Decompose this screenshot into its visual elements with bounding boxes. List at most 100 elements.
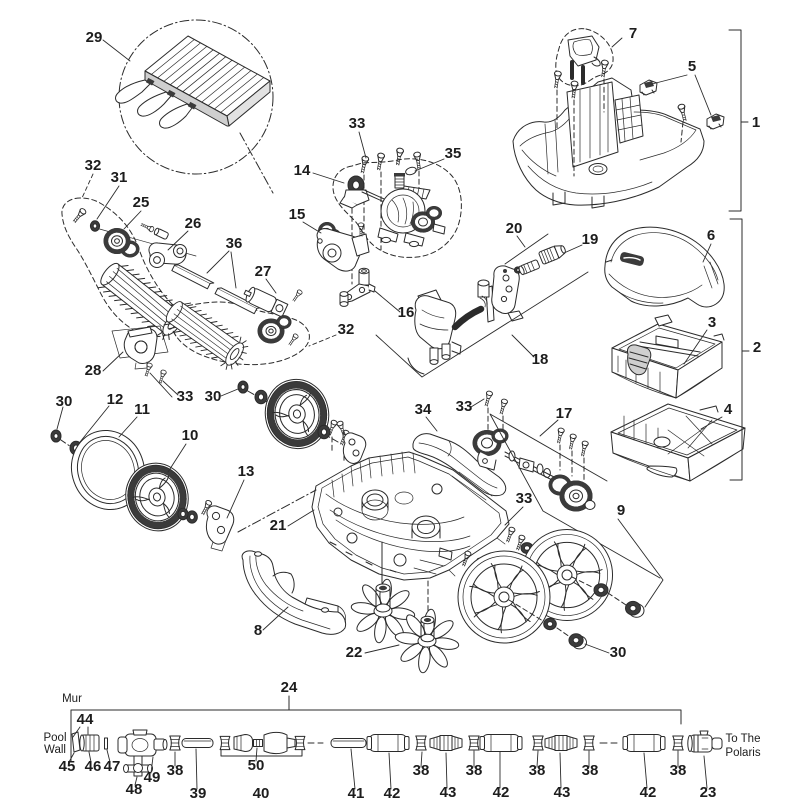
callout-9: 9: [617, 502, 625, 519]
callout-8: 8: [254, 622, 262, 639]
bracket-group-1: [728, 29, 749, 212]
callout-23: 23: [700, 784, 717, 800]
callout-32a: 32: [85, 157, 102, 174]
callout-13: 13: [238, 463, 255, 480]
kit-outline-35: [332, 158, 462, 258]
callout-36: 36: [226, 235, 243, 252]
part-nut-38b: [415, 735, 427, 751]
part-body-shell: [512, 59, 705, 209]
callout-49: 49: [144, 769, 161, 786]
callout-24: 24: [281, 679, 298, 696]
part-feed-valve-48-49: [117, 729, 168, 777]
part-tube-39: [181, 738, 214, 748]
group-lines: [375, 233, 589, 378]
part-top-cover: [604, 226, 725, 308]
part-nut-38c: [468, 735, 480, 751]
text-annotations: Mur Pool Wall To The Polaris: [43, 693, 760, 759]
callout-30a: 30: [56, 393, 73, 410]
callout-29: 29: [86, 29, 103, 46]
callout-38f: 38: [670, 762, 687, 779]
callout-2: 2: [753, 339, 761, 356]
part-rear-wheels: [457, 413, 661, 650]
bracket-group-2: [729, 218, 750, 481]
callout-10: 10: [182, 427, 199, 444]
part-latch-clips: [639, 79, 725, 130]
part-connector-43a: [429, 735, 463, 751]
callout-33d: 33: [516, 490, 533, 507]
label-pool: Pool: [43, 732, 66, 744]
callout-38e: 38: [582, 762, 599, 779]
part-filter-basket: [611, 314, 725, 399]
callout-15: 15: [289, 206, 306, 223]
callout-1: 1: [752, 114, 760, 131]
callout-40: 40: [253, 785, 270, 800]
callout-20: 20: [506, 220, 523, 237]
callout-34: 34: [415, 401, 432, 418]
part-handle-blade: [412, 433, 507, 497]
callout-46: 46: [85, 758, 102, 775]
callout-38b: 38: [413, 762, 430, 779]
hose-assembly: [70, 695, 723, 777]
part-nut-38a: [169, 735, 181, 751]
part-handle: [567, 35, 601, 85]
label-polaris: Polaris: [725, 747, 760, 759]
kit-outline-32b: [170, 301, 310, 366]
label-wall: Wall: [44, 744, 66, 756]
callout-33a: 33: [349, 115, 366, 132]
callout-6: 6: [707, 227, 715, 244]
callout-32b: 32: [338, 321, 355, 338]
part-nut-38f: [672, 735, 684, 751]
callout-43a: 43: [440, 784, 457, 800]
label-to-the: To The: [726, 733, 761, 745]
callout-25: 25: [133, 194, 150, 211]
callout-45: 45: [59, 758, 76, 775]
callout-28: 28: [85, 362, 102, 379]
bracket-hose-24: [70, 695, 682, 763]
callout-7: 7: [629, 25, 637, 42]
callout-12: 12: [107, 391, 124, 408]
callout-35: 35: [445, 145, 462, 162]
callout-18: 18: [532, 351, 549, 368]
part-pin-47: [104, 737, 108, 750]
part-lower-tray: [610, 403, 746, 482]
callout-33c: 33: [456, 398, 473, 415]
callout-labels: 29 7 5 1 33 35 14 32 31 25 26 15 36 27 2…: [56, 25, 762, 800]
part-front-right-wheel-group: [237, 374, 367, 464]
kit-outline-7: [555, 28, 614, 87]
callout-16: 16: [398, 304, 415, 321]
callout-30b: 30: [205, 388, 222, 405]
part-axle-assembly: [472, 390, 596, 512]
callout-30c: 30: [610, 644, 627, 661]
part-quick-connector-23: [687, 730, 723, 753]
label-mur: Mur: [62, 693, 82, 705]
callout-3: 3: [708, 314, 716, 331]
part-tube-41: [330, 738, 367, 748]
callout-41: 41: [348, 785, 365, 800]
part-support-bracket: [339, 267, 376, 307]
part-skid-bumper: [241, 550, 347, 635]
callout-50: 50: [248, 757, 265, 774]
part-control-unit: [115, 35, 271, 129]
callout-14: 14: [294, 162, 311, 179]
callout-21: 21: [270, 517, 287, 534]
callout-33b: 33: [177, 388, 194, 405]
callout-48: 48: [126, 781, 143, 798]
bracket-group-18: [375, 271, 589, 378]
part-connector-43b: [544, 735, 578, 751]
part-brush-roller-2: [163, 301, 249, 370]
part-feed-assembly: [407, 265, 524, 375]
part-brush-motor: [243, 286, 304, 347]
part-wall-gasket-45: [71, 731, 81, 753]
callout-11: 11: [134, 401, 150, 418]
callout-26: 26: [185, 215, 202, 232]
kit-circle-29: [118, 19, 274, 175]
leader-lines: [56, 37, 723, 790]
part-drive-motor: [316, 222, 370, 272]
part-float-42b: [479, 734, 523, 752]
part-coupler-kit: [513, 245, 566, 276]
callout-43b: 43: [554, 784, 571, 800]
bracket-group-20: [504, 233, 549, 265]
callout-38c: 38: [466, 762, 483, 779]
